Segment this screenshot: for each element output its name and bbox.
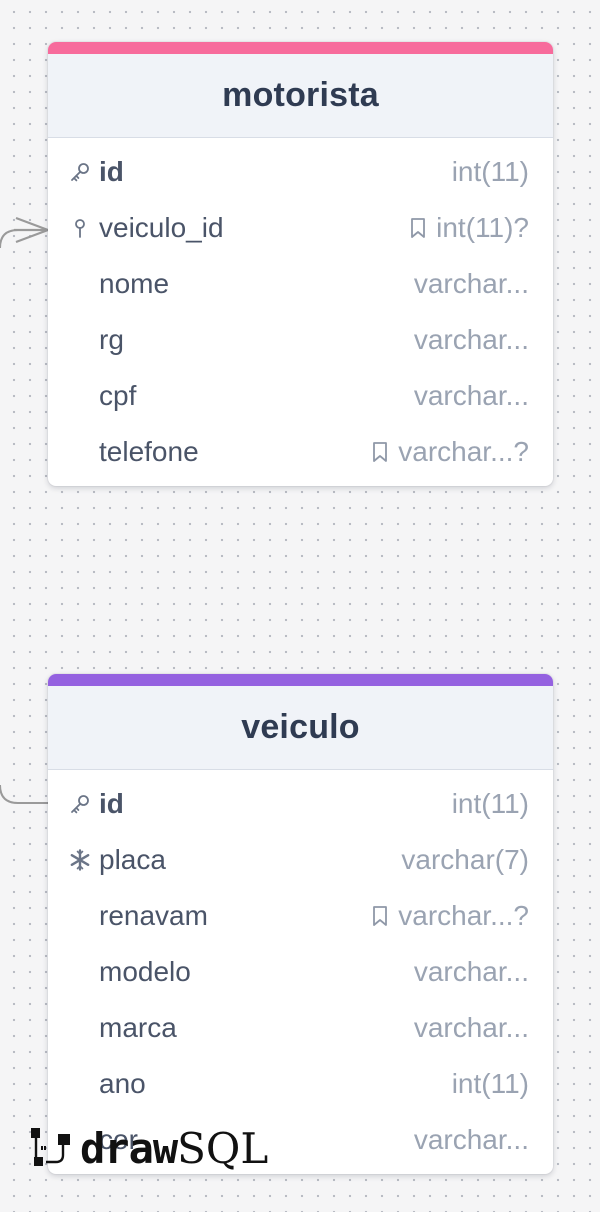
nullable-bookmark-icon <box>370 440 390 464</box>
column-type-group: int(11) <box>452 156 529 188</box>
column-name: placa <box>99 844 166 875</box>
column-type-group: int(11)? <box>408 212 529 244</box>
column-name: nome <box>99 268 170 299</box>
table-header[interactable]: motorista <box>48 54 553 138</box>
column-type: int(11) <box>451 788 529 819</box>
column-row[interactable]: cor varchar... <box>48 1112 553 1168</box>
column-name: marca <box>99 1012 177 1043</box>
column-type: varchar(7) <box>401 844 529 875</box>
column-type: int(11)? <box>436 212 529 243</box>
column-type: varchar...? <box>398 900 529 931</box>
column-type: varchar...? <box>398 436 529 467</box>
table-header[interactable]: veiculo <box>48 686 553 770</box>
column-name: id <box>99 788 124 819</box>
foreign-key-icon <box>68 216 92 240</box>
column-row[interactable]: cpf varchar... <box>48 368 553 424</box>
column-row[interactable]: id int(11) <box>48 776 553 832</box>
column-type-group: varchar... <box>414 324 529 356</box>
column-name: id <box>99 156 124 187</box>
column-name: renavam <box>99 900 208 931</box>
column-row[interactable]: renavam varchar...? <box>48 888 553 944</box>
column-name: modelo <box>99 956 191 987</box>
column-row[interactable]: veiculo_id int(11)? <box>48 200 553 256</box>
column-name: rg <box>99 324 124 355</box>
column-type-group: varchar...? <box>370 436 529 468</box>
table-title: veiculo <box>241 708 360 746</box>
table-accent-bar <box>48 674 553 686</box>
column-name: cor <box>99 1124 138 1155</box>
column-name: telefone <box>99 436 199 467</box>
column-type-group: varchar... <box>414 956 529 988</box>
column-type-group: varchar(7) <box>401 844 529 876</box>
column-type-group: varchar... <box>414 1124 529 1156</box>
unique-snowflake-icon <box>68 848 92 872</box>
drawsql-logo-draw-text: draw <box>80 1123 178 1173</box>
primary-key-icon <box>68 160 92 184</box>
column-type: varchar... <box>413 380 529 411</box>
column-type-group: varchar...? <box>370 900 529 932</box>
primary-key-icon <box>68 792 92 816</box>
column-type-group: int(11) <box>452 1068 529 1100</box>
column-list: id int(11) placa varchar(7) renavam varc… <box>48 770 553 1174</box>
column-type: varchar... <box>413 1012 529 1043</box>
drawsql-logo-icon <box>30 1124 72 1173</box>
column-type-group: int(11) <box>452 788 529 820</box>
column-row[interactable]: rg varchar... <box>48 312 553 368</box>
column-list: id int(11) veiculo_id int(11)? nome varc… <box>48 138 553 486</box>
nullable-bookmark-icon <box>408 216 428 240</box>
column-row[interactable]: id int(11) <box>48 144 553 200</box>
column-name: ano <box>99 1068 146 1099</box>
column-row[interactable]: nome varchar... <box>48 256 553 312</box>
column-name: cpf <box>99 380 137 411</box>
drawsql-logo-sql-text: SQL <box>177 1123 269 1173</box>
column-type: varchar... <box>413 956 529 987</box>
column-type-group: varchar... <box>414 1012 529 1044</box>
nullable-bookmark-icon <box>370 904 390 928</box>
table-motorista[interactable]: motorista id int(11) veiculo_id int(11)? <box>48 42 553 486</box>
table-accent-bar <box>48 42 553 54</box>
column-row[interactable]: telefone varchar...? <box>48 424 553 480</box>
table-veiculo[interactable]: veiculo id int(11) placa varchar(7) rena… <box>48 674 553 1174</box>
column-row[interactable]: ano int(11) <box>48 1056 553 1112</box>
column-type: varchar... <box>413 324 529 355</box>
relationship-path <box>0 229 48 804</box>
column-type: int(11) <box>451 1068 529 1099</box>
column-row[interactable]: modelo varchar... <box>48 944 553 1000</box>
crows-foot-icon <box>14 216 49 244</box>
column-row[interactable]: placa varchar(7) <box>48 832 553 888</box>
column-type: varchar... <box>413 268 529 299</box>
column-type-group: varchar... <box>414 380 529 412</box>
column-type: int(11) <box>451 156 529 187</box>
column-type-group: varchar... <box>414 268 529 300</box>
column-row[interactable]: marca varchar... <box>48 1000 553 1056</box>
table-title: motorista <box>222 76 379 114</box>
column-type: varchar... <box>413 1124 529 1155</box>
column-name: veiculo_id <box>99 212 224 243</box>
